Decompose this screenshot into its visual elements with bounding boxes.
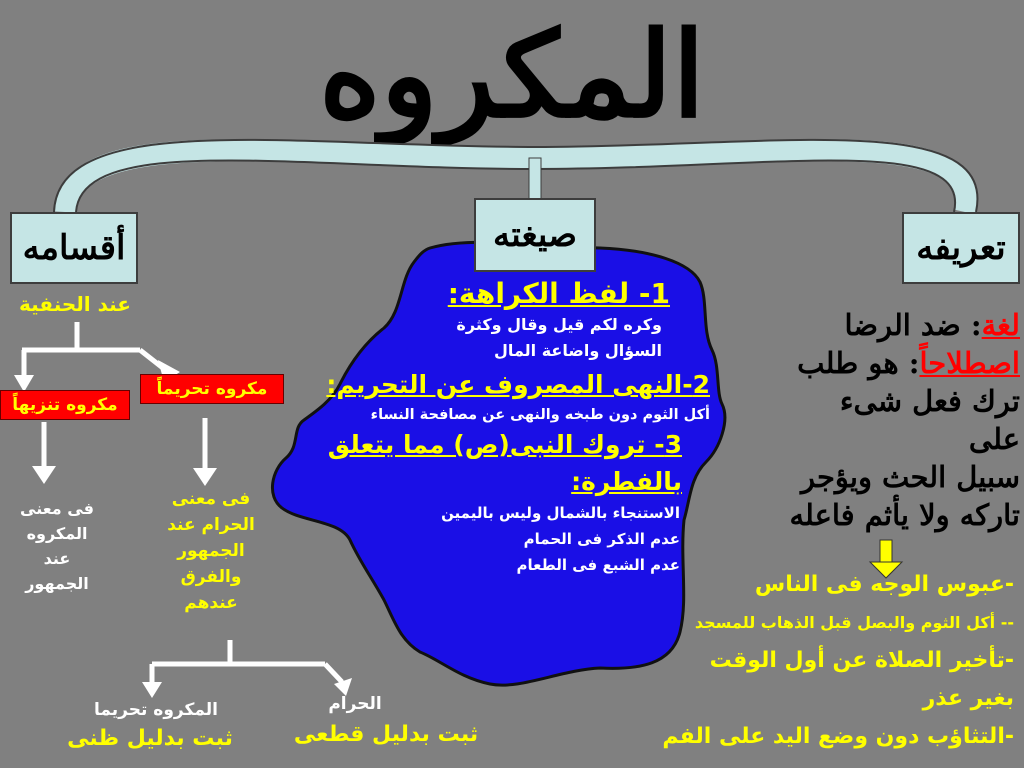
istilah-label: اصطلاحاً bbox=[919, 346, 1020, 380]
arrow-tanzih-down bbox=[32, 466, 56, 484]
lugha-line: لغة: ضد الرضا bbox=[780, 306, 1020, 344]
example-3b: بغير عذر bbox=[922, 686, 1014, 711]
example-2: -- أكل الثوم والبصل قبل الذهاب للمسجد bbox=[694, 613, 1014, 632]
hanafi-branch bbox=[21, 322, 170, 378]
arrow-makruh-tahriman bbox=[142, 682, 162, 698]
sigha-h3a: 3- تروك النبى(ص) مما يتعلق bbox=[327, 430, 682, 459]
istilah-text: هو طلب bbox=[797, 346, 899, 380]
tahrim-desc-1: فى معنى bbox=[171, 489, 251, 509]
tanzih-desc-3: عند bbox=[43, 549, 71, 568]
def-arrow-head bbox=[868, 561, 904, 579]
sigha-t3a: الاستنجاء بالشمال وليس باليمين bbox=[441, 504, 680, 522]
sigha-t1a: وكره لكم قيل وقال وكثرة bbox=[456, 315, 662, 334]
sigha-h2: 2-النهى المصروف عن التحريم: bbox=[326, 370, 710, 399]
sigha-t3c: عدم الشبع فى الطعام bbox=[516, 556, 680, 574]
arrow-to-tanzih bbox=[14, 375, 34, 392]
tahrim-desc-3: الجمهور bbox=[177, 541, 245, 561]
arrow-haram bbox=[334, 678, 352, 696]
tanzih-desc-2: المكروه bbox=[26, 524, 88, 543]
lugha-colon: : bbox=[970, 308, 982, 342]
sigha-t1b: السؤال واضاعة المال bbox=[494, 341, 662, 360]
def-line-1: ترك فعل شىء على bbox=[839, 384, 1020, 456]
examples-list: -عبوس الوجه فى الناس -- أكل الثوم والبصل… bbox=[646, 566, 1014, 756]
lugha-text: ضد الرضا bbox=[844, 308, 961, 342]
header-sigha: صيغته bbox=[474, 198, 596, 272]
header-aqsam: أقسامه bbox=[10, 212, 138, 284]
istilah-colon: : bbox=[908, 346, 920, 380]
tahrim-box: مكروه تحريماً bbox=[140, 374, 284, 404]
qati-label: ثبت بدليل قطعى bbox=[293, 722, 479, 747]
arrow-tahrim-down bbox=[193, 468, 217, 486]
tanzih-desc-4: الجمهور bbox=[25, 574, 89, 593]
makruh-tahriman-label: المكروه تحريما bbox=[94, 700, 218, 720]
haram-label: الحرام bbox=[328, 694, 382, 714]
def-line-3: تاركه ولا يأثم فاعله bbox=[789, 498, 1020, 532]
bottom-branch bbox=[149, 640, 344, 684]
def-arrow-shaft bbox=[879, 539, 893, 565]
center-stem bbox=[528, 157, 542, 201]
tahrim-desc-2: الحرام عند bbox=[167, 515, 255, 535]
top-bracket-outline-outer bbox=[53, 138, 979, 213]
sigha-h3b: بالفطرة: bbox=[571, 467, 682, 496]
def-line-2: سبيل الحث ويؤجر bbox=[800, 460, 1020, 494]
lugha-label: لغة bbox=[981, 308, 1020, 342]
hanafi-label: عند الحنفية bbox=[19, 292, 131, 316]
sigha-t2: أكل الثوم دون طبخه والنهى عن مصافحة النس… bbox=[370, 407, 710, 423]
tanzih-desc-1: فى معنى bbox=[20, 499, 94, 518]
tahrim-desc: فى معنى الحرام عند الجمهور والفرق عندهم bbox=[156, 486, 266, 616]
example-1: -عبوس الوجه فى الناس bbox=[754, 572, 1014, 597]
sigha-h1: 1- لفظ الكراهة: bbox=[447, 277, 670, 310]
tanzih-box: مكروه تنزيهاً bbox=[0, 390, 130, 420]
example-4: -التثاؤب دون وضع اليد على الفم bbox=[662, 724, 1014, 749]
tahrim-desc-5: عندهم bbox=[184, 593, 238, 613]
header-tarif: تعريفه bbox=[902, 212, 1020, 284]
tahrim-desc-4: والفرق bbox=[180, 567, 242, 587]
sigha-content: 1- لفظ الكراهة: وكره لكم قيل وقال وكثرة … bbox=[290, 276, 710, 578]
example-3: -تأخير الصلاة عن أول الوقت bbox=[709, 648, 1014, 673]
istilah-line: اصطلاحاً: هو طلب bbox=[780, 344, 1020, 382]
sigha-t3b: عدم الذكر فى الحمام bbox=[523, 530, 680, 548]
page-title: المكروه bbox=[318, 5, 706, 144]
zanni-label: ثبت بدليل ظنى bbox=[67, 726, 233, 751]
definition-block: لغة: ضد الرضا اصطلاحاً: هو طلب ترك فعل ش… bbox=[780, 306, 1020, 534]
tanzih-desc: فى معنى المكروه عند الجمهور bbox=[2, 496, 112, 596]
sigha-blob bbox=[270, 240, 727, 687]
